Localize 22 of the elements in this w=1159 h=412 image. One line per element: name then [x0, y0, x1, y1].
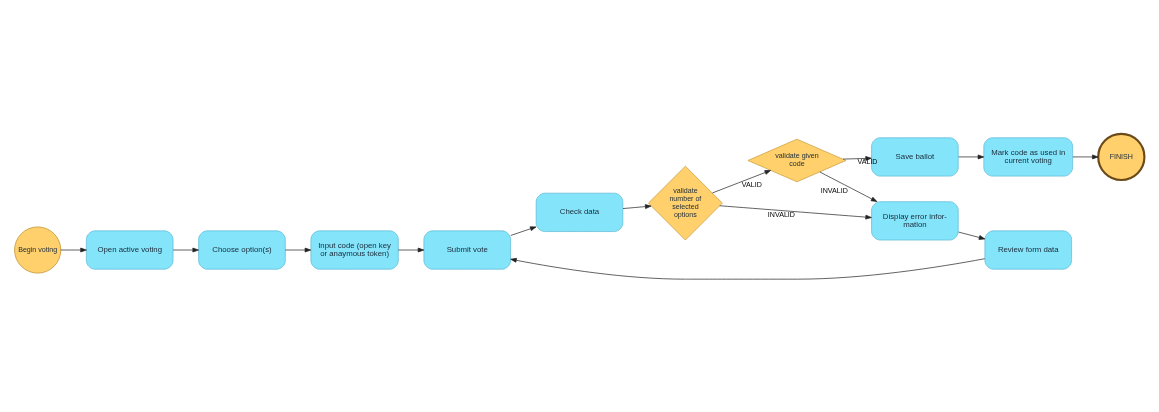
arrow: [510, 225, 537, 236]
arrow: [719, 204, 872, 219]
arrow: [622, 203, 652, 209]
arrow: [172, 247, 199, 252]
node-box: Choose option(s): [198, 230, 286, 270]
node-box: Input code (open key or anaymous token): [310, 230, 399, 270]
arrow: [510, 257, 986, 279]
arrow: [712, 169, 771, 193]
node-box: Submit vote: [423, 230, 511, 270]
arrow: [397, 247, 425, 252]
node-box: Check data: [535, 192, 624, 232]
arrow: [958, 231, 986, 240]
arrow: [60, 247, 87, 252]
arrow: [819, 171, 878, 202]
arrow: [1072, 154, 1099, 159]
node-box: Open active voting: [86, 230, 174, 270]
arrow: [842, 155, 872, 161]
node-box: Display error infor- mation: [871, 200, 959, 240]
arrow: [958, 154, 985, 159]
arrow: [285, 247, 312, 252]
node-box: Review form data: [984, 230, 1072, 270]
node-box: Mark code as used in current voting: [983, 136, 1073, 176]
